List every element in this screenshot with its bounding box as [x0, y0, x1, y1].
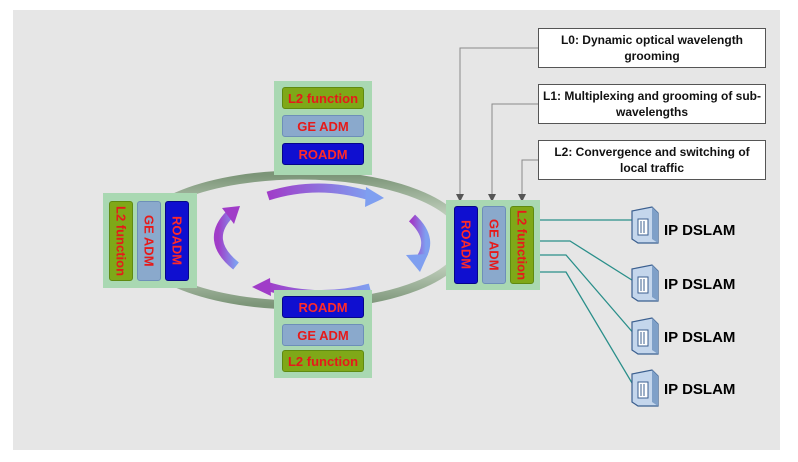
arrow-left-head: [222, 206, 240, 224]
arrow-top: [266, 183, 372, 201]
rotation-arrows: [213, 183, 431, 300]
l2-function-block: L2 function: [282, 350, 364, 372]
node-right: ROADM GE ADM L2 function: [446, 200, 540, 290]
ge-adm-block: GE ADM: [482, 206, 506, 284]
l2-function-block: L2 function: [510, 206, 534, 284]
callout-l1: L1: Multiplexing and grooming of sub-wav…: [538, 84, 766, 124]
dslam-icon: [631, 317, 659, 355]
node-bottom: ROADM GE ADM L2 function: [274, 290, 372, 378]
callout-l0: L0: Dynamic optical wavelength grooming: [538, 28, 766, 68]
roadm-block: ROADM: [165, 201, 189, 281]
dslam-icon: [631, 264, 659, 302]
node-left: L2 function GE ADM ROADM: [103, 193, 197, 288]
ge-adm-block: GE ADM: [282, 115, 364, 137]
l2-function-block: L2 function: [282, 87, 364, 109]
dslam-icon: [631, 206, 659, 244]
roadm-block: ROADM: [282, 143, 364, 165]
arrow-bottom-head: [252, 278, 271, 296]
dslam-links: [536, 219, 636, 389]
callout-l2: L2: Convergence and switching of local t…: [538, 140, 766, 180]
arrow-right-head: [406, 254, 428, 272]
callout-connectors: [459, 47, 538, 199]
roadm-block: ROADM: [454, 206, 478, 284]
dslam-label: IP DSLAM: [664, 381, 736, 398]
dslam-label: IP DSLAM: [664, 329, 736, 346]
arrow-top-head: [365, 187, 384, 207]
ge-adm-block: GE ADM: [137, 201, 161, 281]
arrow-left: [213, 210, 239, 270]
l2-function-block: L2 function: [109, 201, 133, 281]
node-top: L2 function GE ADM ROADM: [274, 81, 372, 175]
roadm-block: ROADM: [282, 296, 364, 318]
dslam-icon: [631, 369, 659, 407]
dslam-label: IP DSLAM: [664, 222, 736, 239]
ge-adm-block: GE ADM: [282, 324, 364, 346]
dslam-label: IP DSLAM: [664, 276, 736, 293]
